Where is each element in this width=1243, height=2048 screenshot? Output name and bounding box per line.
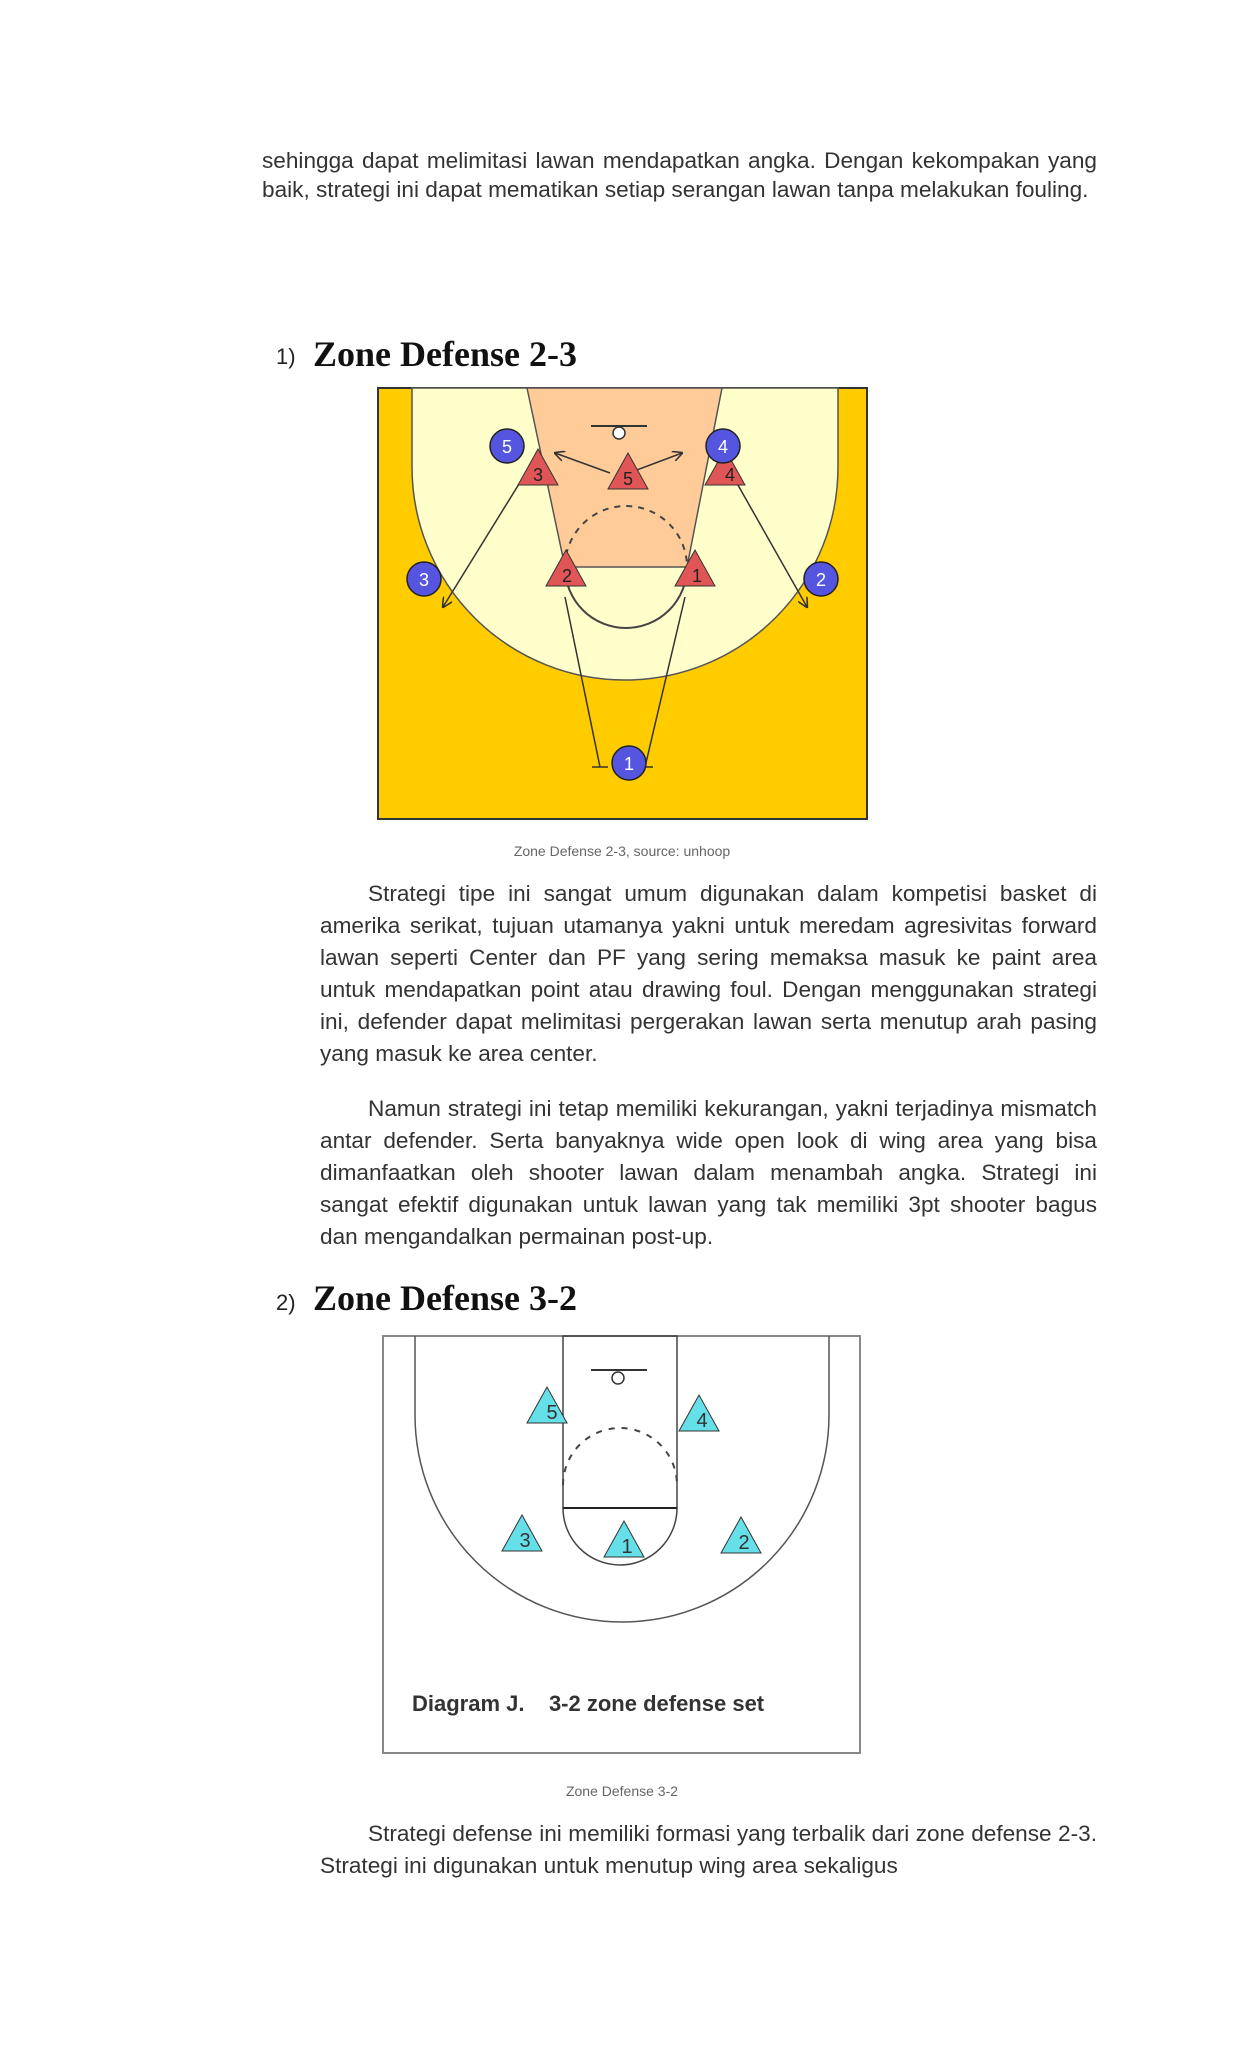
section-2-number: 2) <box>276 1290 296 1315</box>
svg-text:3: 3 <box>519 1530 530 1552</box>
free-throw-circle-lower <box>564 566 688 629</box>
diagram-label: Diagram J. 3-2 zone defense set <box>412 1691 765 1716</box>
svg-text:1: 1 <box>692 566 702 586</box>
defender-3: 3 <box>517 447 559 486</box>
svg-text:4: 4 <box>725 465 735 485</box>
svg-text:3: 3 <box>419 570 429 590</box>
defender-5: 5 <box>607 451 649 490</box>
svg-text:5: 5 <box>502 437 512 457</box>
move-arrow <box>628 453 682 474</box>
section-1-paragraph-1: Strategi tipe ini sangat umum digunakan … <box>320 881 1097 1066</box>
section-2-title: Zone Defense 3-2 <box>313 1278 577 1318</box>
diagram-2-caption: Zone Defense 3-2 <box>565 1783 679 1799</box>
zone-defense-3-2-diagram: 5 4 3 1 2 Diagram J. 3-2 zone defense se… <box>382 1335 861 1754</box>
attacker-4: 4 <box>705 428 741 464</box>
intro-paragraph: sehingga dapat melimitasi lawan mendapat… <box>262 148 1097 202</box>
defender-1: 1 <box>603 1519 645 1558</box>
section-1-number: 1) <box>276 344 296 369</box>
move-arrow <box>555 453 611 474</box>
zone-defense-2-3-diagram: 3 5 4 2 1 5 4 3 2 1 <box>377 387 868 820</box>
svg-text:2: 2 <box>738 1532 749 1554</box>
three-point-line <box>414 1336 830 1623</box>
basket-icon <box>611 1371 625 1385</box>
defender-2: 2 <box>720 1515 762 1554</box>
defender-2: 2 <box>545 548 587 587</box>
section-1-title: Zone Defense 2-3 <box>313 334 577 374</box>
attacker-3: 3 <box>406 561 442 597</box>
svg-text:1: 1 <box>624 754 634 774</box>
svg-text:4: 4 <box>696 1410 707 1432</box>
basket-icon <box>612 426 626 440</box>
attacker-1: 1 <box>611 745 647 781</box>
svg-text:4: 4 <box>718 437 728 457</box>
attacker-5: 5 <box>489 428 525 464</box>
svg-text:2: 2 <box>562 566 572 586</box>
svg-text:5: 5 <box>623 469 633 489</box>
defender-1: 1 <box>674 548 716 587</box>
svg-text:2: 2 <box>816 570 826 590</box>
svg-text:5: 5 <box>546 1402 557 1424</box>
defender-4: 4 <box>678 1393 720 1432</box>
move-arrow <box>729 470 807 607</box>
diagram-1-caption: Zone Defense 2-3, source: unhoop <box>513 843 731 859</box>
svg-text:3: 3 <box>533 465 543 485</box>
attacker-2: 2 <box>803 561 839 597</box>
section-2-paragraph-1: Strategi defense ini memiliki formasi ya… <box>320 1821 1097 1878</box>
free-throw-circle-upper <box>564 505 688 568</box>
free-throw-circle-lower <box>562 1507 678 1566</box>
defender-4: 4 <box>704 447 746 486</box>
move-arrow <box>443 470 528 607</box>
defender-3: 3 <box>501 1513 543 1552</box>
move-line <box>644 596 686 768</box>
defender-5: 5 <box>526 1385 568 1424</box>
svg-text:1: 1 <box>621 1536 632 1558</box>
move-line <box>564 596 601 768</box>
section-1-paragraph-2: Namun strategi ini tetap memiliki kekura… <box>320 1096 1097 1249</box>
